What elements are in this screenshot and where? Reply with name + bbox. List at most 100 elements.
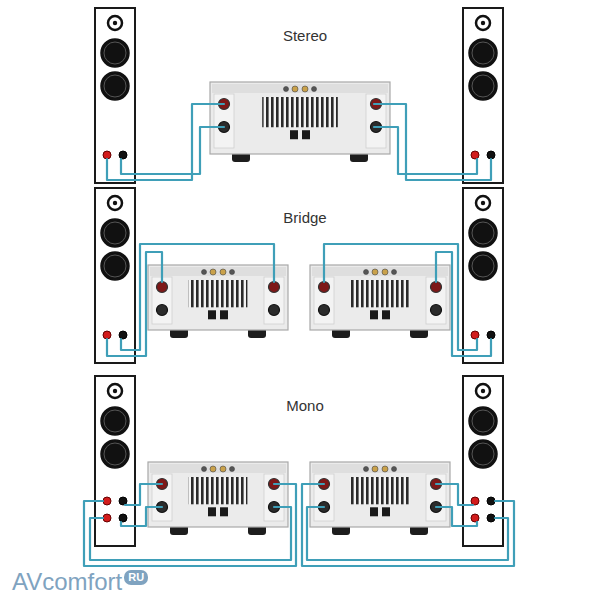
binding-post-red [269, 282, 280, 293]
amp-input-jack [364, 467, 369, 472]
woofer-surround [104, 75, 126, 97]
speaker-terminal-red [471, 331, 479, 339]
tweeter [476, 196, 490, 210]
speaker-terminal-red [103, 151, 111, 159]
speaker-cable [121, 244, 274, 350]
woofer-surround [104, 410, 126, 432]
amp-vent-grill [262, 97, 338, 127]
woofer [469, 440, 497, 468]
speaker-cable [436, 507, 477, 526]
speaker-cable [436, 252, 491, 356]
speaker-terminal-black [487, 497, 495, 505]
woofer [101, 39, 129, 67]
binding-post-red [431, 282, 442, 293]
speaker-cable [121, 127, 224, 174]
woofer [469, 39, 497, 67]
amp-input-jack [302, 86, 308, 92]
tweeter [476, 16, 490, 30]
woofer-surround [104, 42, 126, 64]
woofer-surround [472, 255, 494, 277]
woofer [101, 407, 129, 435]
mode-heading: Bridge [283, 209, 326, 226]
tower-speaker [463, 188, 503, 363]
amp-top-strip [150, 464, 286, 473]
amp-chassis [148, 462, 288, 527]
amp-top-strip [312, 464, 448, 473]
speaker-cable [90, 507, 291, 560]
amp-power-switch [382, 310, 390, 319]
amp-input-jack [230, 467, 235, 472]
amp-vent-grill [189, 477, 248, 504]
speaker-cable [374, 104, 491, 180]
amp-chassis [148, 265, 288, 330]
speaker-cable [324, 244, 477, 350]
tower-speaker [463, 376, 503, 546]
tweeter [476, 384, 490, 398]
woofer [101, 219, 129, 247]
amp-chassis [310, 265, 450, 330]
tower-speaker [95, 376, 135, 546]
binding-post-black [431, 305, 442, 316]
tweeter [108, 196, 122, 210]
binding-post-black [269, 305, 280, 316]
mode-heading: Mono [286, 397, 324, 414]
amp-power-switch [302, 130, 310, 139]
amp-power-switch [220, 310, 228, 319]
woofer-surround [472, 443, 494, 465]
amp-vent-grill [189, 280, 248, 307]
speaker-cable [436, 484, 473, 505]
speaker-cabinet [95, 188, 135, 363]
binding-post-red [157, 282, 168, 293]
amp-input-jack [284, 87, 289, 92]
tweeter-dome [481, 389, 485, 393]
speaker-cable [121, 507, 162, 526]
woofer-surround [472, 410, 494, 432]
speaker-cable [84, 484, 296, 566]
binding-post-red [319, 282, 330, 293]
power-amplifier [148, 462, 288, 535]
speaker-cabinet [463, 188, 503, 363]
tweeter [108, 384, 122, 398]
woofer [469, 407, 497, 435]
amp-top-strip [212, 84, 388, 93]
amp-input-jack [292, 86, 298, 92]
amp-input-jack [220, 466, 226, 472]
power-amplifier [148, 265, 288, 338]
watermark: AVcomfort [12, 568, 122, 596]
speaker-terminal-red [471, 514, 479, 522]
speaker-terminal-black [487, 151, 495, 159]
speaker-terminal-black [119, 331, 127, 339]
amp-terminal-plate [264, 474, 284, 521]
woofer-surround [472, 75, 494, 97]
amp-input-jack [202, 270, 207, 275]
amp-chassis [310, 462, 450, 527]
speaker-cable [125, 484, 162, 505]
amp-input-jack [202, 467, 207, 472]
speaker-terminal-black [487, 514, 495, 522]
tower-speaker [463, 8, 503, 183]
woofer [101, 440, 129, 468]
speaker-terminal-red [103, 497, 111, 505]
woofer [469, 219, 497, 247]
amp-chassis [210, 82, 390, 154]
speaker-cable [374, 127, 477, 174]
watermark-badge: RU [124, 570, 148, 585]
amp-vent-grill [351, 280, 410, 307]
tweeter-dome [481, 21, 485, 25]
amp-terminal-plate [152, 474, 172, 521]
speaker-cable [107, 252, 162, 356]
amp-input-jack [382, 269, 388, 275]
speaker-terminal-black [119, 497, 127, 505]
speaker-cabinet [95, 8, 135, 183]
amp-power-socket [290, 130, 298, 139]
amp-terminal-plate [314, 277, 334, 324]
amp-input-jack [392, 270, 397, 275]
speaker-terminal-black [119, 151, 127, 159]
woofer [101, 252, 129, 280]
power-amplifier [310, 265, 450, 338]
amp-terminal-plate [426, 474, 446, 521]
amp-input-jack [382, 466, 388, 472]
speaker-terminal-black [487, 331, 495, 339]
woofer-surround [104, 255, 126, 277]
